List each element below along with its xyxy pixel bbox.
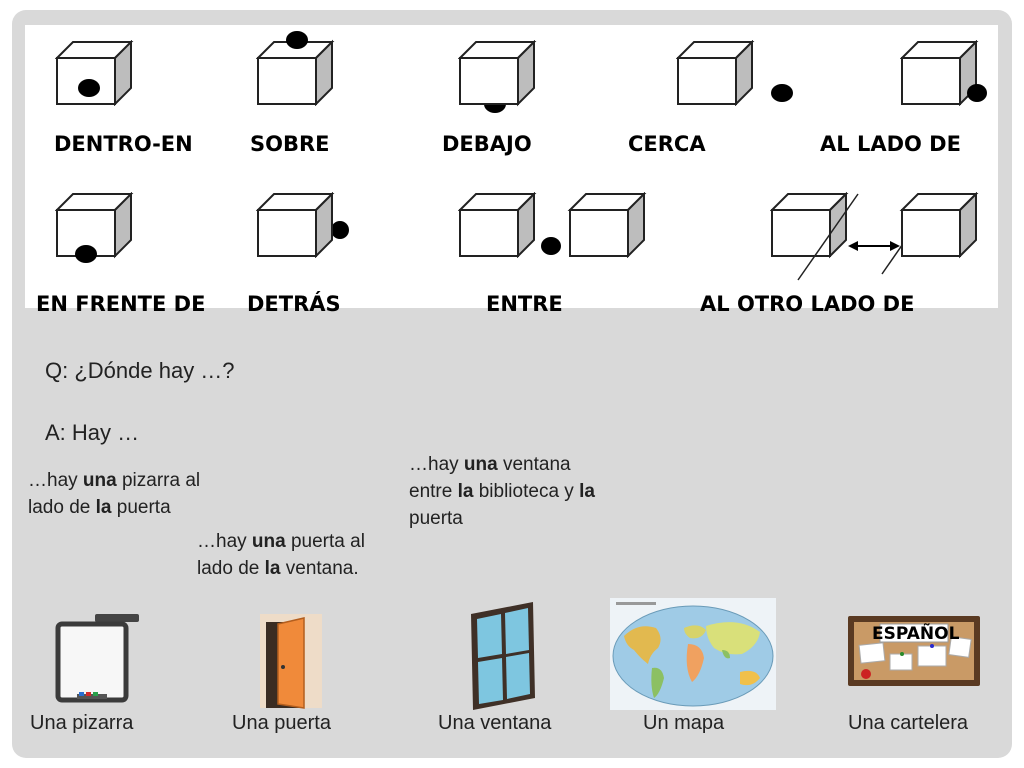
bulletin-board-icon: [848, 616, 980, 686]
cube-detras-icon: [256, 192, 349, 258]
world-map-icon: [610, 598, 776, 710]
label-detras: DETRÁS: [247, 292, 341, 316]
label-entre: ENTRE: [486, 292, 563, 316]
label-cerca: CERCA: [628, 132, 706, 156]
caption-pizarra: Una pizarra: [30, 712, 134, 734]
label-en-frente-de: EN FRENTE DE: [36, 292, 206, 316]
cube-entre-icon: [458, 192, 647, 258]
label-al-otro-lado-de: AL OTRO LADO DE: [700, 292, 915, 316]
cube-dentro-icon: [55, 40, 134, 106]
caption-cartelera: Una cartelera: [848, 712, 969, 734]
cube-al-otro-lado-icon: [770, 192, 979, 281]
caption-puerta: Una puerta: [232, 712, 331, 734]
bulletin-board-sign: ESPAÑOL: [872, 624, 960, 644]
label-al-lado-de: AL LADO DE: [820, 132, 961, 156]
whiteboard-icon: [55, 614, 139, 703]
example-sentence-2: …hay una puerta al lado de la ventana.: [197, 531, 365, 579]
cube-debajo-icon: [458, 40, 537, 113]
question-text: Q: ¿Dónde hay …?: [45, 358, 235, 383]
cube-al-lado-icon: [900, 40, 987, 106]
caption-mapa: Un mapa: [643, 712, 725, 734]
door-icon: [260, 614, 322, 709]
cube-cerca-icon: [676, 40, 793, 106]
cube-sobre-icon: [256, 31, 335, 106]
label-sobre: SOBRE: [250, 132, 330, 156]
example-sentence-3: …hay una ventana entre la biblioteca y l…: [409, 454, 595, 529]
label-debajo: DEBAJO: [442, 132, 532, 156]
example-sentence-1: …hay una pizarra al lado de la puerta: [28, 470, 201, 518]
answer-text: A: Hay …: [45, 420, 140, 445]
window-icon: [471, 602, 535, 710]
label-dentro-en: DENTRO-EN: [54, 132, 193, 156]
cube-en-frente-icon: [55, 192, 134, 263]
caption-ventana: Una ventana: [438, 712, 552, 734]
